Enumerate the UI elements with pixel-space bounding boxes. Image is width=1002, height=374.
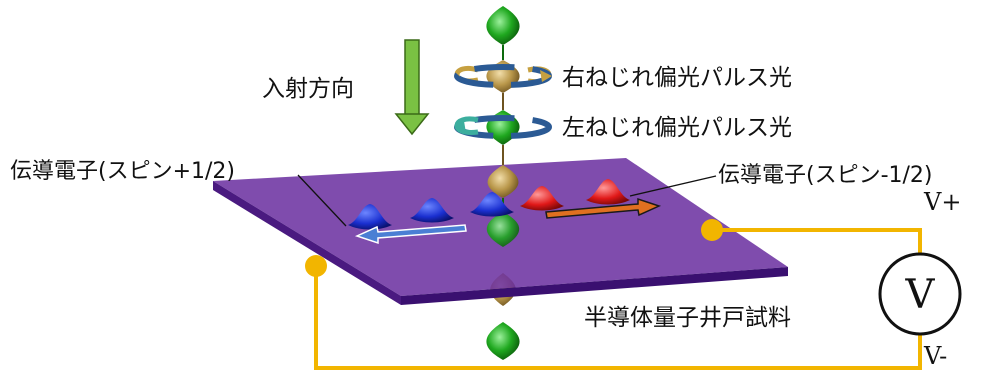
spin-down-leader-line: [629, 175, 717, 197]
spin-up-current-arrow: [354, 224, 467, 245]
left-circular-pulse-label: 左ねじれ偏光パルス光: [562, 115, 792, 141]
electrode-left: [305, 255, 327, 277]
electrode-right: [701, 219, 723, 241]
incident-direction-arrow: [394, 39, 430, 136]
quantum-well-sample-edge-right: [401, 267, 788, 305]
spin-up-leader-line: [297, 174, 347, 227]
quantum-well-sample-edge: [213, 181, 401, 305]
electron-spin-down: [586, 179, 630, 205]
pulse-bottom-green: [486, 322, 520, 360]
voltmeter-symbol: V: [905, 272, 936, 318]
right-circular-pulse-label: 右ねじれ偏光パルス光: [562, 65, 792, 91]
spin-down-current-arrow: [545, 197, 662, 219]
electron-spin-down-group: [520, 179, 630, 211]
incident-direction-label: 入射方向: [262, 76, 354, 102]
right-circular-rotation-icon: [454, 64, 552, 88]
measurement-circuit: [314, 228, 922, 370]
left-circular-rotation-icon: [454, 115, 552, 139]
electron-spin-up: [410, 198, 454, 223]
electron-spin-down: [520, 186, 564, 211]
spin-down-electron-label: 伝導電子(スピン-1/2): [718, 163, 933, 188]
electron-spin-up-group: [348, 192, 514, 230]
electron-spin-up: [470, 192, 514, 217]
electron-spin-up: [348, 204, 392, 230]
v-plus-label: V+: [923, 188, 961, 216]
voltmeter: [878, 252, 962, 336]
v-minus-label: V-: [923, 342, 947, 370]
spin-up-electron-label: 伝導電子(スピン+1/2): [10, 159, 235, 184]
sample-label: 半導体量子井戸試料: [584, 305, 791, 331]
